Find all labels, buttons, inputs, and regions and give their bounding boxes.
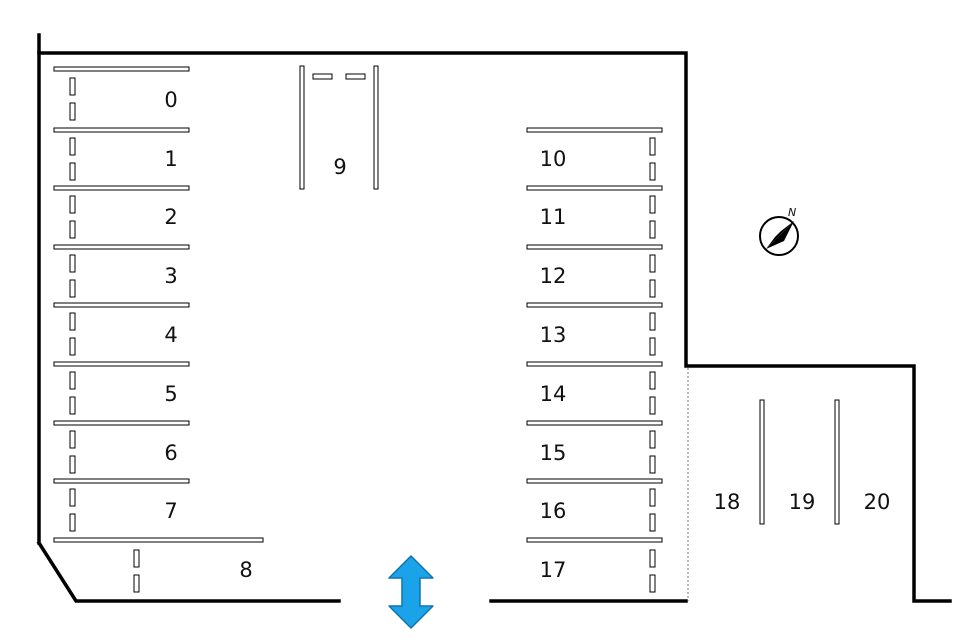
wheel-stop	[69, 77, 76, 96]
wheel-stop	[649, 549, 656, 568]
space-label-5[interactable]: 5	[164, 382, 177, 406]
stall-line	[759, 399, 765, 525]
stall-line	[53, 302, 190, 308]
wheel-stop	[649, 371, 656, 390]
wheel-stop	[649, 574, 656, 593]
compass-north-icon: N	[759, 206, 799, 256]
wheel-stop	[69, 371, 76, 390]
wheel-stop	[69, 513, 76, 532]
wheel-stop	[649, 195, 656, 214]
wheel-stop	[649, 396, 656, 415]
wheel-stop	[69, 220, 76, 239]
wheel-stop	[69, 312, 76, 331]
wheel-stop	[649, 254, 656, 273]
compass-needle-tail	[766, 221, 794, 249]
left-stall-lines	[53, 66, 264, 543]
wheel-stop	[649, 513, 656, 532]
left-wheel-stops	[69, 77, 140, 593]
wheel-stop	[649, 488, 656, 507]
space-label-19[interactable]: 19	[789, 490, 816, 514]
compass-north-label: N	[788, 206, 796, 219]
stall-line	[526, 244, 663, 250]
space-label-18[interactable]: 18	[714, 490, 741, 514]
stall-line	[53, 127, 190, 133]
wheel-stop	[69, 455, 76, 474]
space-label-16[interactable]: 16	[540, 499, 567, 523]
wheel-stop	[649, 137, 656, 156]
wheel-stop	[69, 430, 76, 449]
wheel-stop	[69, 279, 76, 298]
wheel-stop	[649, 312, 656, 331]
wheel-stop	[69, 337, 76, 356]
annex-stall-lines	[759, 399, 840, 525]
stall-line	[53, 537, 264, 543]
space-9-lines	[299, 65, 379, 190]
right-wheel-stops	[649, 137, 656, 593]
stall-line	[526, 302, 663, 308]
space-label-12[interactable]: 12	[540, 264, 567, 288]
space-label-9[interactable]: 9	[333, 155, 346, 179]
right-stall-lines	[526, 127, 663, 543]
wheel-stop	[69, 137, 76, 156]
space-label-2[interactable]: 2	[164, 205, 177, 229]
stall-line	[53, 478, 190, 484]
space-label-7[interactable]: 7	[164, 499, 177, 523]
entrance-arrow	[388, 555, 434, 629]
stall-line	[53, 420, 190, 426]
stall-line	[53, 185, 190, 191]
wheel-stop	[649, 337, 656, 356]
wheel-stop	[649, 430, 656, 449]
stall-line	[526, 420, 663, 426]
stall-line	[53, 244, 190, 250]
stall-line	[526, 127, 663, 133]
space-label-20[interactable]: 20	[864, 490, 891, 514]
stall-line	[53, 361, 190, 367]
boundary-bottom-left	[36, 540, 341, 603]
wheel-stop	[133, 549, 140, 568]
space-label-13[interactable]: 13	[540, 323, 567, 347]
space-label-6[interactable]: 6	[164, 441, 177, 465]
space-label-14[interactable]: 14	[540, 382, 567, 406]
stall-line	[526, 478, 663, 484]
wheel-stop	[69, 195, 76, 214]
stall-line	[373, 65, 379, 190]
wheel-stop	[649, 455, 656, 474]
stall-line	[299, 65, 305, 190]
lot-boundary	[36, 33, 952, 603]
wheel-stop	[69, 396, 76, 415]
space-numbers: 0 1 2 3 4 5 6 7 8 9 10 11 12 13 14 15 16…	[164, 88, 890, 582]
wheel-stop	[649, 279, 656, 298]
stall-line	[834, 399, 840, 525]
wheel-stop	[69, 488, 76, 507]
wheel-stop	[345, 73, 366, 80]
space-label-11[interactable]: 11	[540, 205, 567, 229]
space-label-15[interactable]: 15	[540, 441, 567, 465]
wheel-stop	[649, 162, 656, 181]
wheel-stop	[649, 220, 656, 239]
wheel-stop	[69, 254, 76, 273]
wheel-stop	[312, 73, 333, 80]
stall-line	[526, 185, 663, 191]
space-label-1[interactable]: 1	[164, 147, 177, 171]
wheel-stop	[69, 102, 76, 121]
wheel-stop	[69, 162, 76, 181]
space-label-17[interactable]: 17	[540, 558, 567, 582]
stall-line	[53, 66, 190, 72]
space-label-8[interactable]: 8	[239, 558, 252, 582]
space-label-0[interactable]: 0	[164, 88, 177, 112]
double-arrow-vertical-icon	[388, 555, 434, 629]
stall-line	[526, 537, 663, 543]
space-label-10[interactable]: 10	[540, 147, 567, 171]
wheel-stop	[133, 574, 140, 593]
space-label-3[interactable]: 3	[164, 264, 177, 288]
stall-line	[526, 361, 663, 367]
space-label-4[interactable]: 4	[164, 323, 177, 347]
